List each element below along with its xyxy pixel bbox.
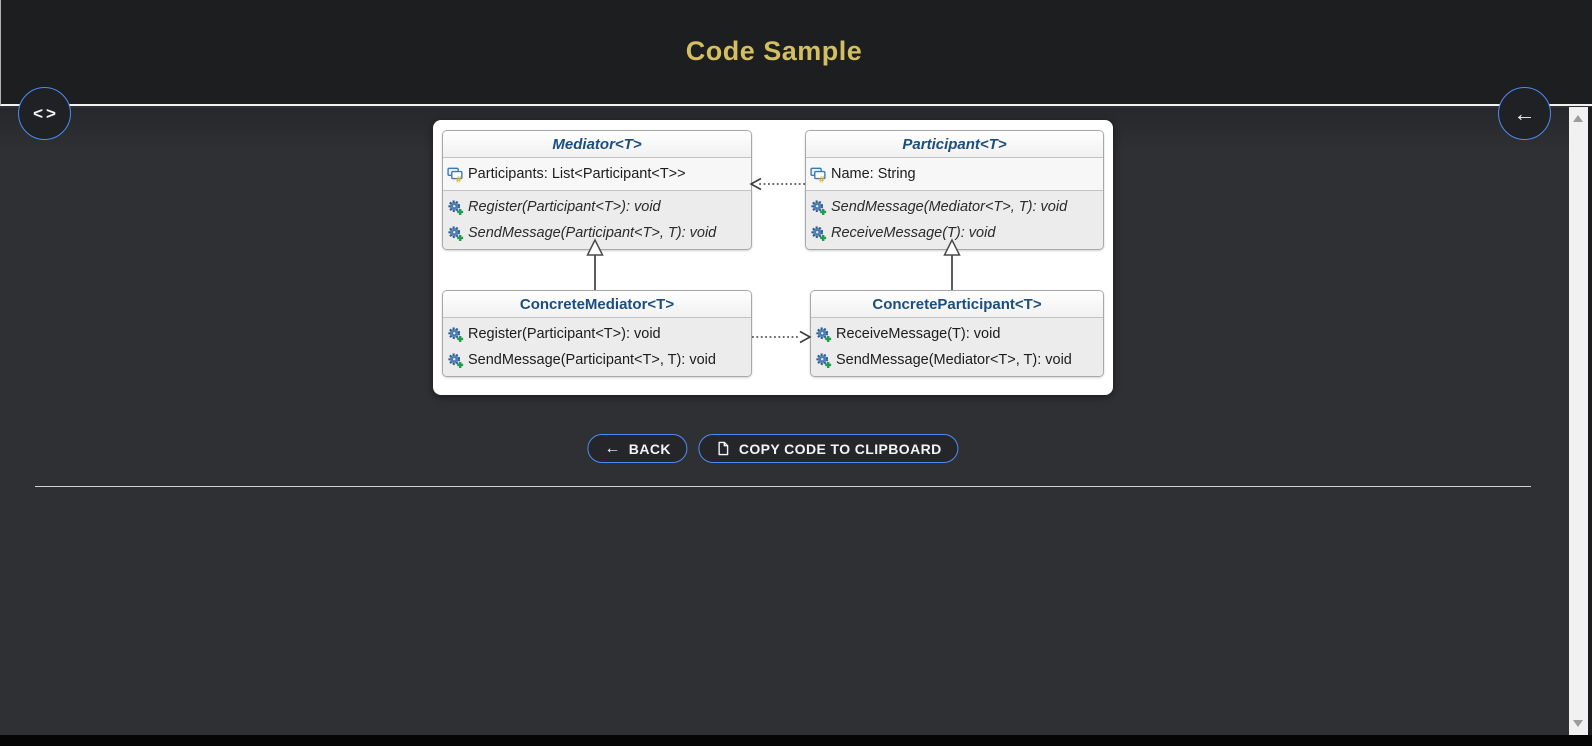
page-title: Code Sample: [685, 36, 863, 66]
class-name: ConcreteMediator<T>: [443, 291, 751, 318]
class-method: SendMessage(Participant<T>, T): void: [447, 347, 747, 373]
horizontal-divider: [35, 486, 1531, 487]
svg-text:#: #: [819, 174, 824, 182]
scrollbar-down-arrow-icon[interactable]: [1573, 720, 1583, 727]
view-code-button[interactable]: <>: [18, 87, 71, 140]
method-icon: [816, 352, 832, 368]
back-circle-button[interactable]: ←: [1498, 87, 1551, 140]
copy-code-button[interactable]: COPY CODE TO CLIPBOARD: [698, 434, 959, 463]
back-button[interactable]: ← BACK: [587, 434, 688, 463]
code-brackets-icon: <>: [33, 103, 59, 123]
uml-diagram-panel: Mediator<T> # Participants: List<Partici…: [433, 120, 1113, 395]
class-method: Register(Participant<T>): void: [447, 321, 747, 347]
action-button-row: ← BACK COPY CODE TO CLIPBOARD: [587, 434, 959, 463]
header-bar: Code Sample: [0, 0, 1592, 106]
class-method: ReceiveMessage(T): void: [815, 321, 1099, 347]
method-icon: [811, 225, 827, 241]
scrollbar-up-arrow-icon[interactable]: [1573, 115, 1583, 122]
class-box-mediator: Mediator<T> # Participants: List<Partici…: [442, 130, 752, 250]
window-right-edge: [1588, 107, 1592, 735]
class-method: SendMessage(Mediator<T>, T): void: [810, 194, 1099, 220]
class-method: SendMessage(Participant<T>, T): void: [447, 220, 747, 246]
class-attribute: # Participants: List<Participant<T>>: [447, 161, 747, 187]
method-icon: [448, 326, 464, 342]
copy-code-button-label: COPY CODE TO CLIPBOARD: [738, 440, 942, 457]
back-arrow-icon: ←: [1513, 100, 1536, 126]
class-method: SendMessage(Mediator<T>, T): void: [815, 347, 1099, 373]
method-icon: [448, 352, 464, 368]
method-icon: [448, 199, 464, 215]
vertical-scrollbar[interactable]: [1569, 107, 1588, 735]
class-attribute: # Name: String: [810, 161, 1099, 187]
field-icon: #: [810, 167, 826, 183]
class-method: ReceiveMessage(T): void: [810, 220, 1099, 246]
class-name: ConcreteParticipant<T>: [811, 291, 1103, 318]
copy-document-icon: [718, 441, 729, 456]
field-icon: #: [447, 167, 463, 183]
svg-text:#: #: [456, 174, 461, 182]
class-name: Participant<T>: [806, 131, 1103, 158]
method-icon: [816, 326, 832, 342]
open-arrowhead-left: [749, 177, 762, 191]
class-box-concrete-participant: ConcreteParticipant<T> ReceiveMessage(T)…: [810, 290, 1104, 377]
back-button-label: BACK: [628, 440, 671, 457]
class-box-participant: Participant<T> # Name: String SendMe: [805, 130, 1104, 250]
class-box-concrete-mediator: ConcreteMediator<T> Register(Participant…: [442, 290, 752, 377]
class-name: Mediator<T>: [443, 131, 751, 158]
window-bottom-edge: [0, 735, 1592, 746]
open-arrowhead-right: [799, 330, 812, 344]
back-arrow-icon: ←: [604, 439, 621, 457]
method-icon: [448, 225, 464, 241]
class-method: Register(Participant<T>): void: [447, 194, 747, 220]
method-icon: [811, 199, 827, 215]
